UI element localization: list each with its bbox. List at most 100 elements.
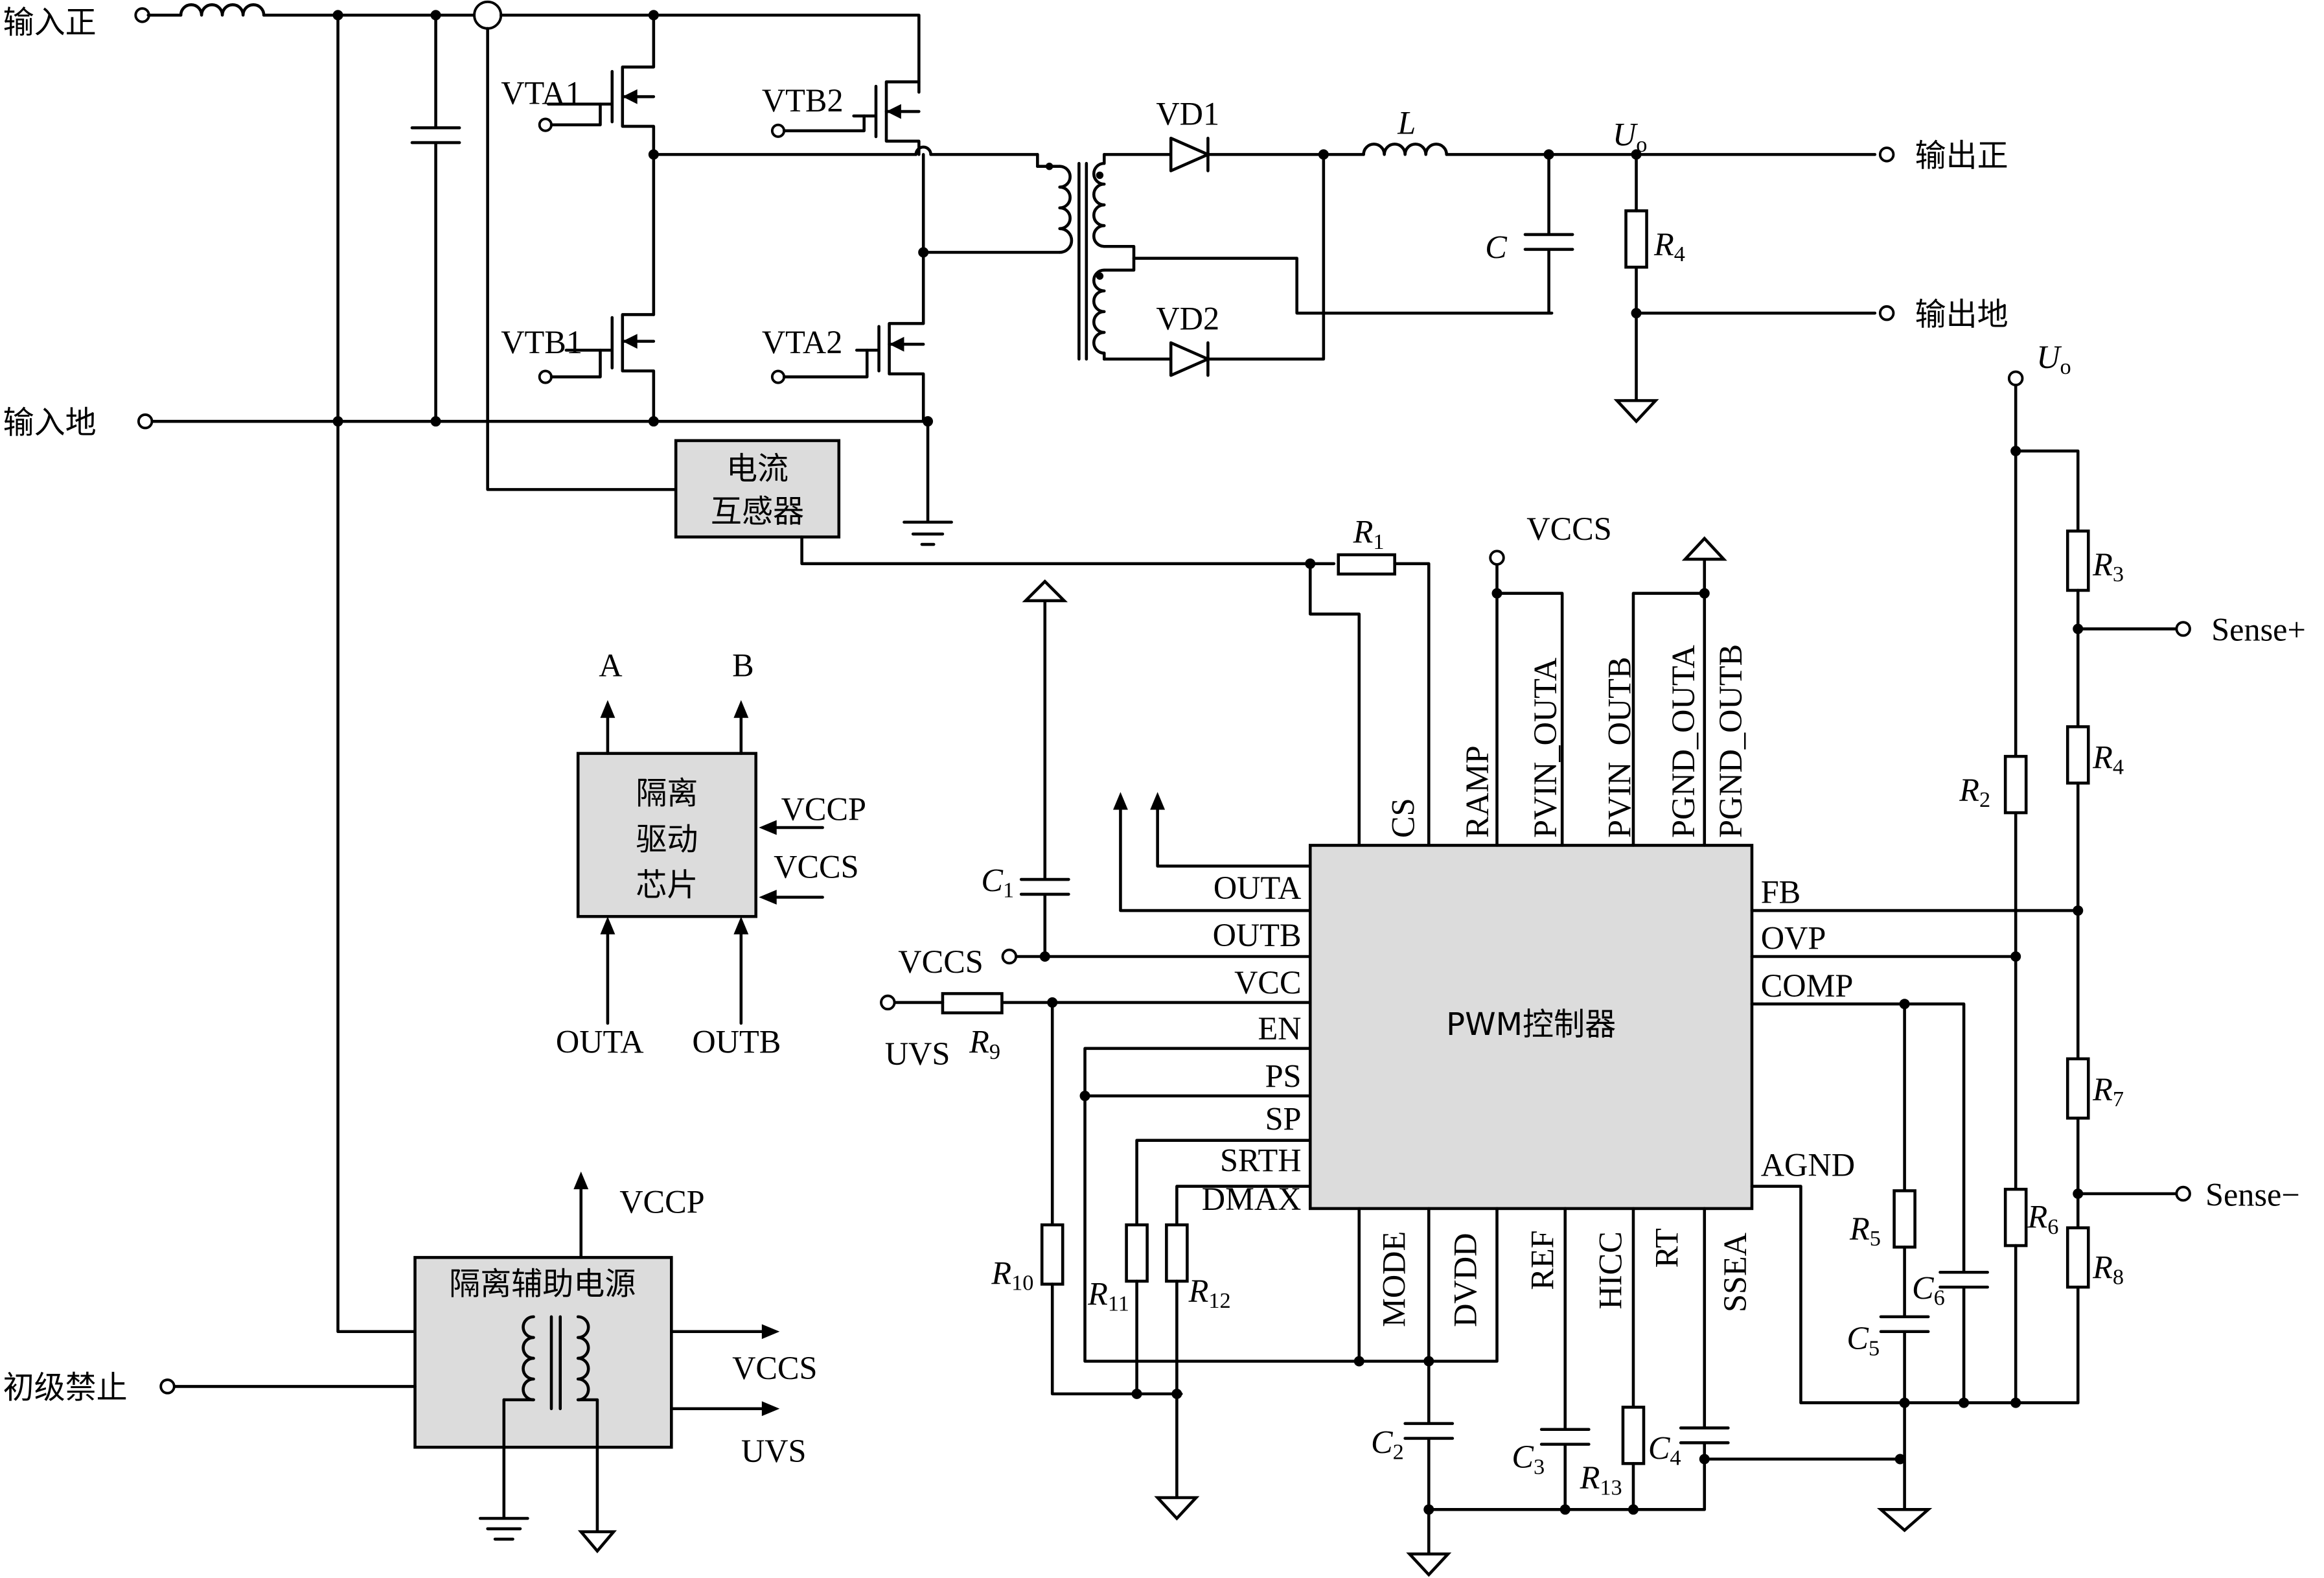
input-ground-label: 输入地 <box>3 404 97 441</box>
feedback-network: Uo R3 Sense+ R4 R2 R6 R7 Sense− R8 <box>1959 339 2306 1404</box>
current-transformer-block: 电流 互感器 R1 <box>674 439 1431 847</box>
driver-vccp-label: VCCP <box>781 791 866 828</box>
pin-outb: OUTB <box>1213 917 1302 953</box>
pin-ref: REF <box>1524 1230 1560 1290</box>
pin-outa: OUTA <box>1214 870 1302 906</box>
vd2-label: VD2 <box>1156 300 1219 336</box>
c5-label: C5 <box>1847 1320 1880 1360</box>
r11-label: R11 <box>1087 1276 1129 1316</box>
pin-en: EN <box>1258 1010 1301 1047</box>
output-ground-symbol <box>1613 399 1659 424</box>
pin-pgnd-outb: PGND_OUTB <box>1712 644 1749 838</box>
vtb2-label: VTB2 <box>762 82 844 119</box>
input-filter-inductor <box>179 3 266 17</box>
pin-agnd: AGND <box>1761 1147 1855 1183</box>
sense-neg-label: Sense− <box>2205 1176 2300 1213</box>
resistor-r6 <box>2003 1187 2028 1247</box>
r13-label: R13 <box>1580 1459 1622 1500</box>
r7-label: R7 <box>2092 1071 2124 1111</box>
vccs-top-label: VCCS <box>1526 511 1611 547</box>
c2-label: C2 <box>1371 1424 1404 1464</box>
resistor-r1 <box>1337 553 1396 576</box>
sense-pos-terminal <box>2175 621 2191 637</box>
diode-vd1 <box>1169 136 1210 172</box>
pin-dvdd: DVDD <box>1447 1233 1483 1327</box>
uo-feedback-label: Uo <box>2036 339 2071 379</box>
r5-label: R5 <box>1849 1211 1881 1251</box>
resistor-r13 <box>1621 1406 1646 1465</box>
uo-label: Uo <box>1613 117 1648 157</box>
diode-vd2 <box>1169 341 1210 377</box>
pin-cs: CS <box>1385 798 1421 838</box>
r8-label: R8 <box>2092 1249 2124 1289</box>
r12-label: R12 <box>1188 1273 1231 1313</box>
driver-out-a-label: A <box>599 647 622 684</box>
primary-ground-symbol <box>903 419 953 546</box>
c3-label: C3 <box>1512 1439 1545 1479</box>
vta1-label: VTA1 <box>501 75 582 111</box>
c1-label: C1 <box>981 862 1014 902</box>
input-ground-terminal <box>137 413 154 430</box>
c6-label: C6 <box>1912 1270 1945 1310</box>
driver-label-2: 驱动 <box>636 821 698 857</box>
pin-ps: PS <box>1265 1058 1302 1094</box>
r1-label: R1 <box>1353 514 1385 554</box>
output-rectifier: VD1 VD2 L 输出正 Uo C R4 输出地 <box>1102 96 2008 424</box>
ct-label-line2: 互感器 <box>711 494 804 530</box>
aux-vccs-label: VCCS <box>732 1350 817 1386</box>
resistor-r4 <box>2065 725 2090 785</box>
pin-rt: RT <box>1649 1228 1685 1268</box>
pin-ramp: RAMP <box>1459 745 1495 838</box>
pin-fb: FB <box>1761 874 1801 911</box>
pin-ovp: OVP <box>1761 920 1826 957</box>
pin-sp: SP <box>1265 1101 1302 1137</box>
resistor-r5 <box>1893 1189 1916 1249</box>
output-positive-label: 输出正 <box>1915 138 2008 174</box>
sense-pos-label: Sense+ <box>2211 612 2306 648</box>
pwm-label: PWM控制器 <box>1446 1006 1616 1043</box>
pin-srth: SRTH <box>1220 1143 1302 1179</box>
vta2-label: VTA2 <box>762 324 843 360</box>
isolated-driver-block: 隔离 驱动 芯片 A B OUTA OUTB VCCP VCCS <box>556 647 866 1060</box>
resistor-r7 <box>2065 1057 2090 1120</box>
mosfet-vtb1: VTB1 <box>501 313 656 423</box>
output-positive-terminal <box>1878 146 1895 163</box>
resistor-r2 <box>2003 754 2028 815</box>
aux-vccp-label: VCCP <box>619 1184 704 1220</box>
aux-uvs-label: UVS <box>741 1433 807 1469</box>
primary-inhibit-label: 初级禁止 <box>3 1370 128 1406</box>
aux-ground-symbol <box>478 1398 529 1541</box>
primary-inhibit-terminal <box>159 1378 176 1395</box>
output-ground-label: 输出地 <box>1915 296 2008 332</box>
current-sense-node <box>473 0 503 30</box>
vccs-left-label: VCCS <box>898 944 983 980</box>
pin-pgnd-outa: PGND_OUTA <box>1665 645 1701 838</box>
resistor-r11 <box>1125 1223 1149 1283</box>
pin-vcc: VCC <box>1234 964 1301 1001</box>
resistor-r3 <box>2065 529 2090 592</box>
output-capacitor <box>1523 153 1574 315</box>
input-section: 输入正 输入地 <box>3 0 934 1334</box>
c4-label: C4 <box>1648 1430 1681 1470</box>
resistor-r9 <box>941 992 1004 1015</box>
inductor-label: L <box>1397 104 1416 141</box>
resistor-r4-output <box>1624 209 1648 269</box>
r2-label: R2 <box>1959 772 1990 812</box>
vd1-label: VD1 <box>1156 96 1219 132</box>
resistor-r10 <box>1040 1223 1064 1286</box>
vtb1-label: VTB1 <box>501 324 582 360</box>
r4-output-label: R4 <box>1653 226 1685 266</box>
ct-label-line1: 电流 <box>726 450 788 487</box>
driver-in-outb-label: OUTB <box>692 1024 781 1060</box>
pin-mode: MODE <box>1376 1231 1412 1327</box>
mosfet-vta2: VTA2 <box>762 321 925 423</box>
cap-c-label: C <box>1485 229 1508 266</box>
h-bridge: VTA1 VTB2 VTB1 <box>501 14 1061 546</box>
pin-pvin-outa: PVIN_OUTA <box>1527 658 1563 838</box>
uvs-label: UVS <box>885 1036 950 1072</box>
resistor-r8 <box>2065 1226 2090 1289</box>
pin-pvin-outb: PVIN_OUTB <box>1601 656 1637 838</box>
r6-label: R6 <box>2027 1199 2058 1239</box>
r10-label: R10 <box>991 1255 1033 1295</box>
